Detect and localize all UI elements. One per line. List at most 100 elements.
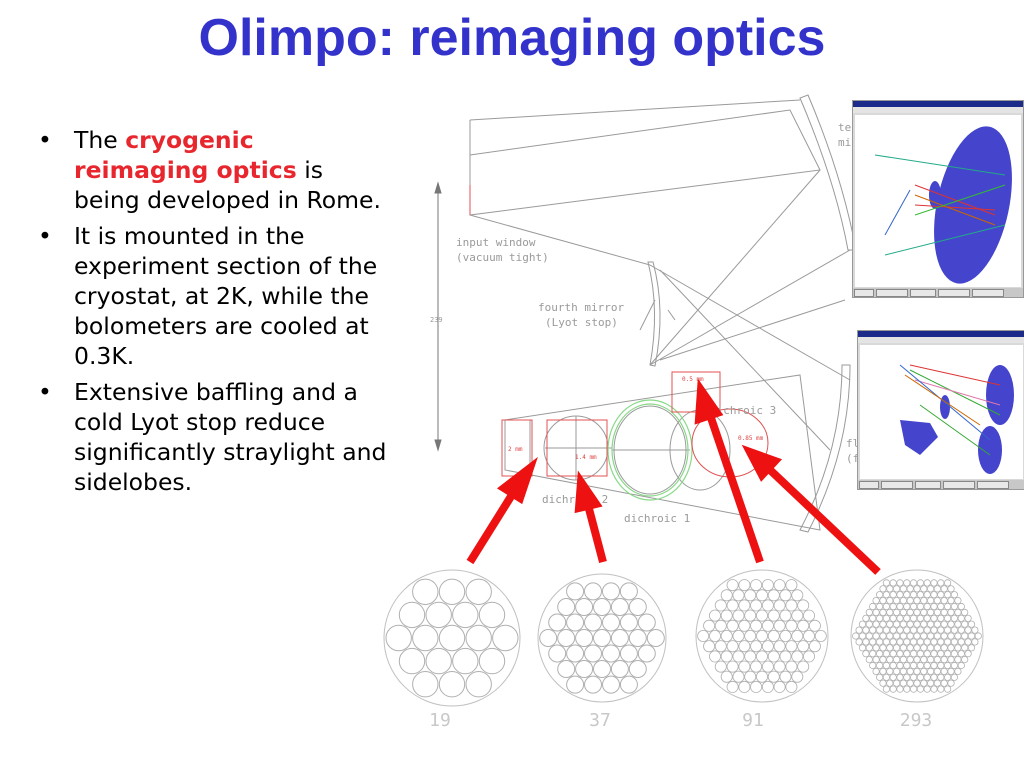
detector-pixel [785, 640, 798, 653]
detector-pixel [785, 660, 798, 673]
detector-pixel [865, 644, 873, 652]
detector-pixel [896, 602, 904, 611]
detector-pixel [892, 655, 901, 664]
detector-pixel [797, 660, 810, 673]
label-third-mirror: te [838, 121, 851, 134]
detector-pixel [548, 644, 567, 663]
detector-pixel [593, 660, 611, 678]
label-fourth-mirror: fourth mirror [538, 301, 624, 314]
detector-pixel [879, 667, 887, 676]
array-count-293: 293 [899, 710, 933, 731]
detector-pixel [732, 670, 745, 683]
detector-pixel [920, 667, 928, 676]
detector-pixel [920, 655, 928, 664]
detector-pixel [750, 660, 763, 673]
detector-pixel [773, 680, 786, 693]
detector-pixel [892, 585, 901, 593]
detector-pixel [557, 598, 576, 616]
detector-pixel [697, 630, 710, 643]
dimension-label: 239 [430, 316, 443, 324]
detector-pixel [779, 650, 792, 663]
detector-pixel [744, 650, 757, 663]
detector-pixel [937, 579, 945, 587]
detector-pixel [950, 650, 959, 658]
detector-pixel [933, 596, 942, 605]
detector-pixel [492, 624, 519, 652]
detector-pixel [720, 630, 733, 643]
detector-pixel [767, 670, 780, 683]
array-count-91: 91 [742, 710, 764, 731]
detector-pixel [903, 638, 911, 646]
detector-pixel [732, 589, 745, 602]
detector-pixel [726, 660, 739, 673]
detector-pixel [916, 602, 925, 611]
detector-pixel [875, 602, 884, 611]
detector-pixel [875, 650, 884, 658]
detector-pixel [869, 602, 877, 611]
arrow-37-head [574, 470, 603, 514]
detector-pixel [886, 632, 894, 640]
label-lyot-stop: (Lyot stop) [545, 316, 618, 329]
arrow-19-head [496, 456, 538, 505]
detector-pixel [957, 614, 965, 622]
detector-pixel [593, 598, 611, 616]
detector-pixel [539, 629, 558, 647]
detector-pixel [954, 655, 962, 664]
detector-pixel [967, 644, 976, 652]
detector-pixel [869, 661, 877, 670]
detector-pixel [903, 602, 911, 611]
detector-pixel [947, 608, 955, 617]
detector-pixel [903, 614, 911, 622]
array-boxes [469, 185, 769, 478]
detector-pixel [593, 629, 611, 647]
window-taskbar [853, 288, 1023, 297]
detector-pixel [930, 638, 938, 646]
detector-pixel [954, 620, 962, 628]
label-flat-sub: (f [846, 452, 859, 465]
detector-pixel [785, 619, 798, 632]
detector-pixel [937, 591, 945, 599]
detector-pixel [879, 655, 887, 664]
detector-pixel [425, 601, 452, 629]
detector-pixel [889, 626, 897, 634]
shaded-model-view [860, 345, 1023, 479]
detector-pixel [610, 629, 629, 647]
detector-pixel [797, 599, 810, 612]
detector-pixel [933, 644, 942, 652]
detector-pixel [913, 608, 921, 617]
detector-pixel [896, 591, 904, 599]
detector-pixel [732, 650, 745, 663]
detector-pixel [619, 644, 638, 663]
detector-pixel [738, 680, 751, 693]
array-count-37: 37 [589, 710, 611, 731]
detector-pixel [869, 626, 877, 634]
detector-pixel [957, 626, 965, 634]
detector-pixel [950, 638, 959, 646]
detector-pixel [869, 650, 877, 658]
detector-pixel [726, 599, 739, 612]
detector-pixel [879, 596, 887, 605]
detector-pixel [767, 630, 780, 643]
detector-pixel [947, 655, 955, 664]
detector-pixel [761, 640, 774, 653]
shaded-model-top [874, 126, 1012, 284]
detector-pixel [916, 650, 925, 658]
detector-pixel [714, 619, 727, 632]
detector-pixel [709, 650, 722, 663]
detector-pixel [879, 608, 887, 617]
detector-pixel [852, 632, 860, 640]
detector-pixel [862, 638, 870, 646]
detector-pixel [865, 620, 873, 628]
detector-pixel [703, 619, 716, 632]
detector-pixel [913, 620, 921, 628]
detector-pixel [913, 585, 921, 593]
detector-pixel [869, 614, 877, 622]
detector-pixel [767, 609, 780, 622]
detector-pixel [750, 579, 763, 592]
detector-pixel [882, 661, 891, 670]
detector-pixel [756, 589, 769, 602]
detector-pixel [584, 644, 602, 663]
detector-pixel [964, 626, 972, 634]
detector-pixel [875, 591, 884, 599]
detector-pixel [773, 579, 786, 592]
